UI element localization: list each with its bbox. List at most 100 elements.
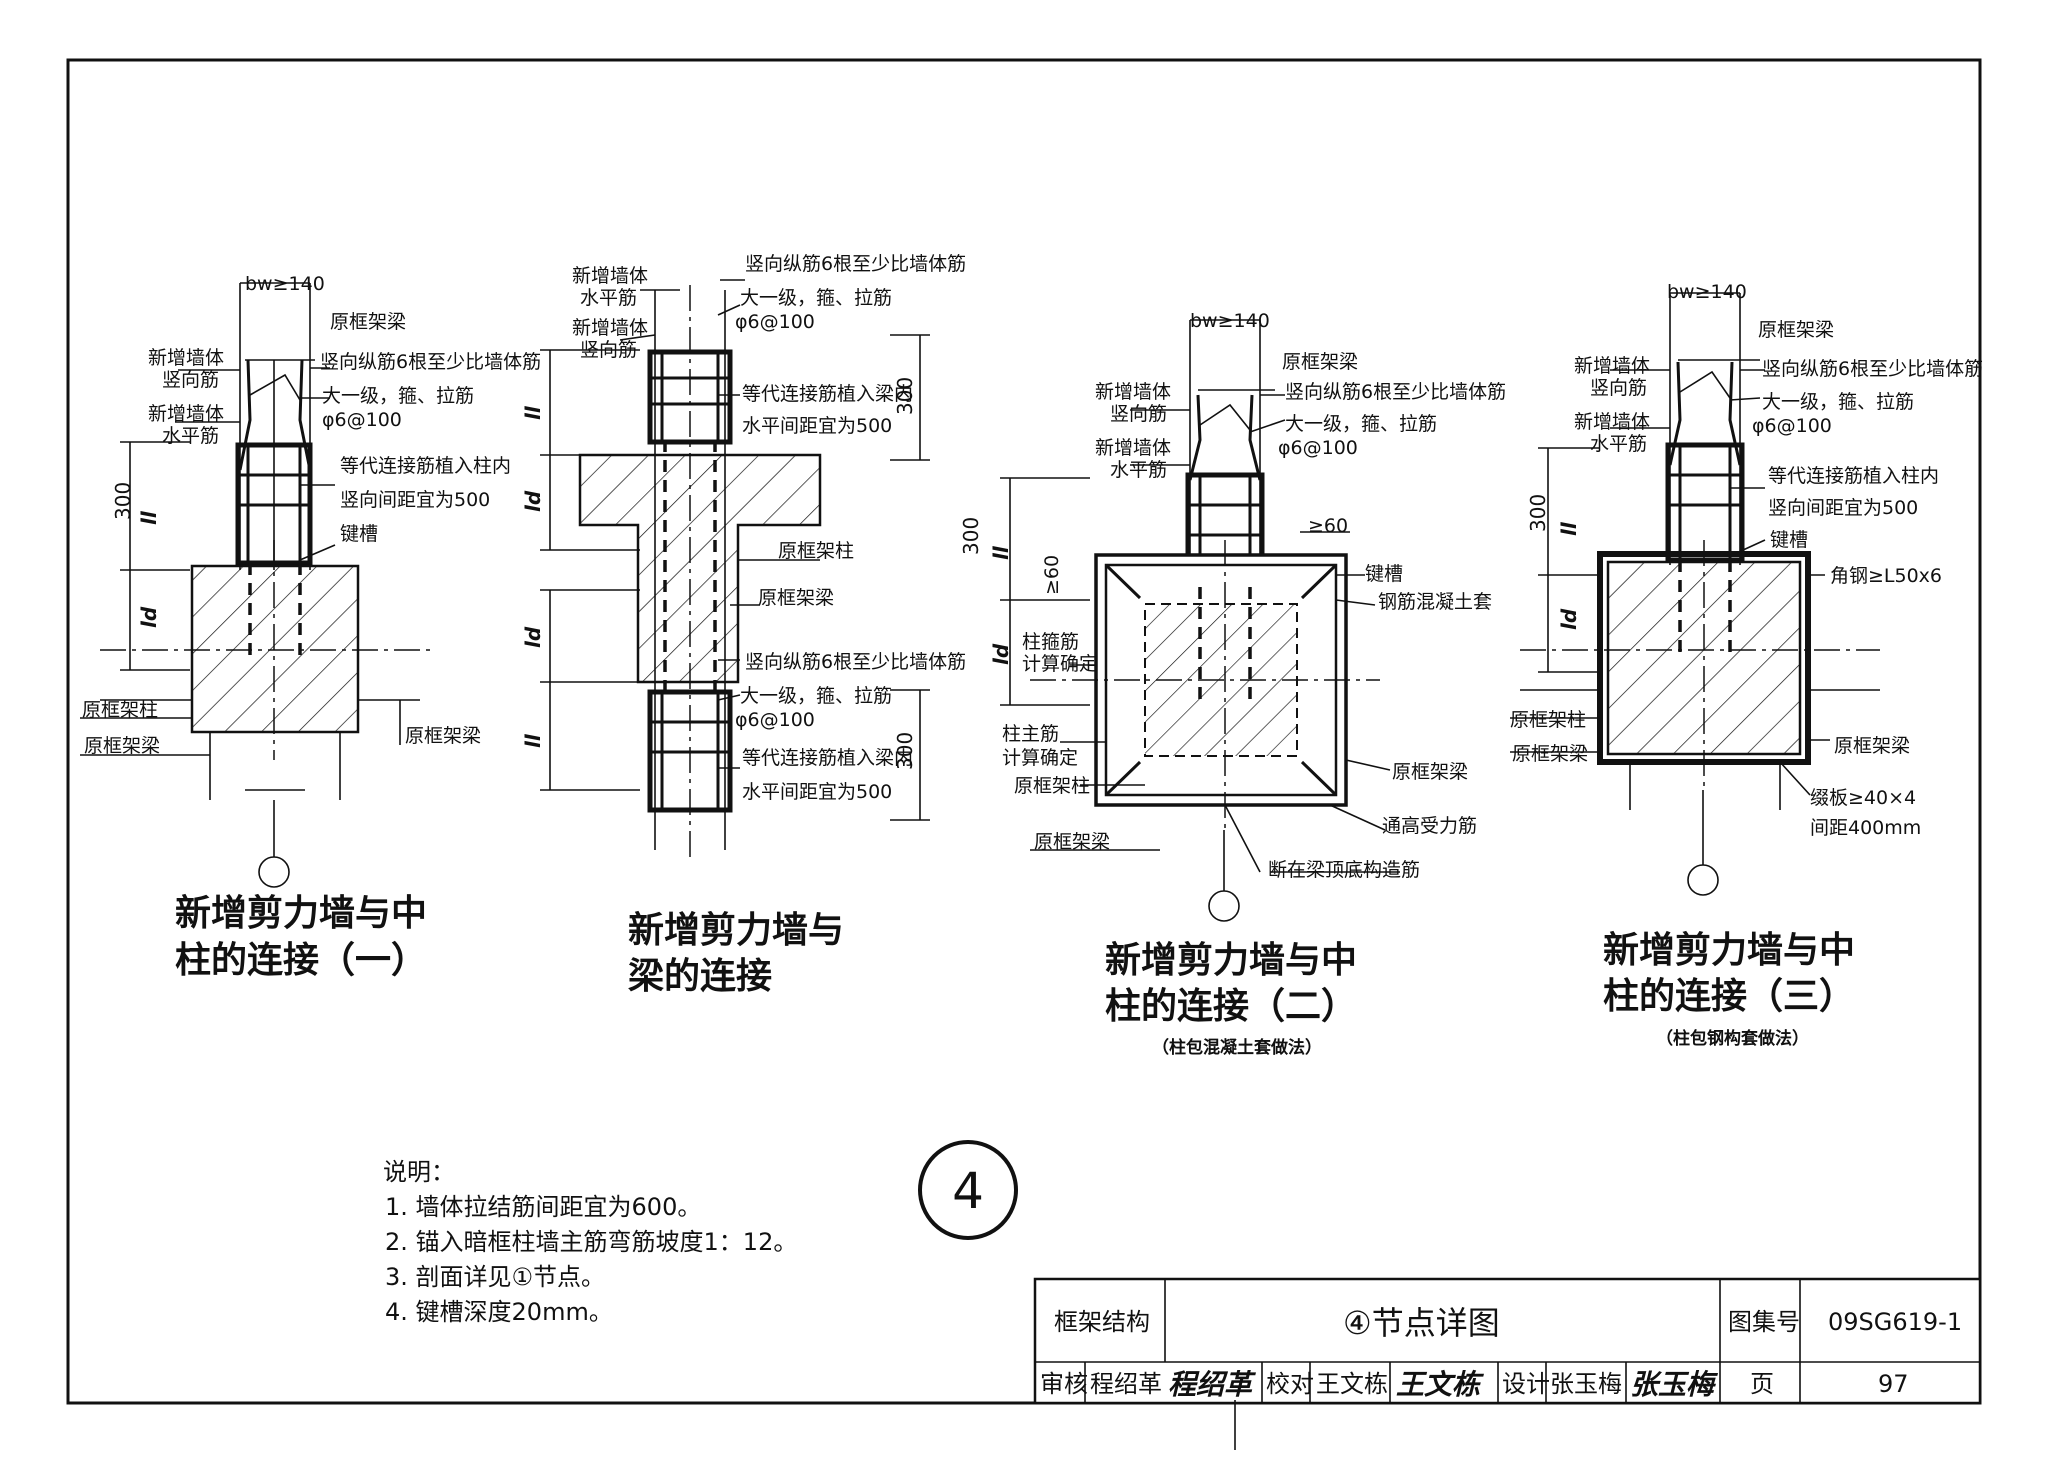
d3-through-bars-label: 通高受力筋 bbox=[1382, 815, 1477, 837]
d3-dim-ld: ld bbox=[989, 643, 1013, 665]
d1-stirrup-grade-label: 大一级，箍、拉筋 bbox=[322, 385, 474, 407]
d3-caption-line-2: 柱的连接（二） bbox=[1105, 986, 1357, 1027]
d4-wall-vertical-label: 新增墙体竖向筋 bbox=[1574, 355, 1650, 399]
d3-wall-horizontal-label: 新增墙体水平筋 bbox=[1095, 437, 1171, 481]
d4-bw-dim: bw≥140 bbox=[1667, 281, 1747, 303]
d3-ge60-top: ≥60 bbox=[1308, 515, 1348, 537]
d4-long-bars-label: 竖向纵筋6根至少比墙体筋 bbox=[1762, 358, 1983, 380]
d3-stirrup-grade-label: 大一级，箍、拉筋 bbox=[1285, 413, 1437, 435]
tb-atlas-label: 图集号 bbox=[1728, 1308, 1800, 1336]
d2-dim-300-top: 300 bbox=[893, 377, 917, 415]
tb-reviewer: 程绍革 bbox=[1090, 1370, 1162, 1398]
d3-beam-top-label: 原框架梁 bbox=[1282, 351, 1358, 373]
d4-batten-spacing-label: 间距400mm bbox=[1810, 817, 1921, 839]
d4-batten-label: 缀板≥40×4 bbox=[1810, 787, 1916, 809]
d4-beam-top-label: 原框架梁 bbox=[1758, 319, 1834, 341]
d3-cut-bars-label: 断在梁顶底构造筋 bbox=[1268, 859, 1420, 881]
d2-caption-line-2: 梁的连接 bbox=[628, 956, 772, 997]
d1-wall-vertical-label: 新增墙体竖向筋 bbox=[148, 347, 224, 391]
detail-2-geometry bbox=[540, 279, 930, 860]
d3-wall-vertical-label: 新增墙体竖向筋 bbox=[1095, 381, 1171, 425]
d2-equiv-bars-top-label: 等代连接筋植入梁内 bbox=[742, 383, 913, 405]
title-block: 框架结构 ④节点详图 图集号 09SG619-1 审核 程绍革 程绍革 校对 王… bbox=[1033, 1277, 1982, 1450]
d2-dim-ld-bot: ld bbox=[521, 626, 545, 648]
d4-dim-300: 300 bbox=[1526, 494, 1550, 532]
notes-item-2: 2. 锚入暗框柱墙主筋弯筋坡度1：12。 bbox=[385, 1228, 797, 1256]
d4-subtitle: （柱包钢构套做法） bbox=[1656, 1028, 1809, 1049]
d2-stirrup-grade-top-label: 大一级，箍、拉筋 bbox=[740, 287, 892, 309]
notes-item-3: 3. 剖面详见①节点。 bbox=[385, 1263, 605, 1291]
d4-wall-horizontal-label: 新增墙体水平筋 bbox=[1574, 411, 1650, 455]
d3-bw-dim: bw≥140 bbox=[1190, 310, 1270, 332]
notes-title: 说明： bbox=[383, 1158, 455, 1186]
tb-design-label: 设计 bbox=[1502, 1370, 1550, 1398]
d2-dim-300-bot: 300 bbox=[893, 732, 917, 770]
d2-stirrup-grade-bot-label: 大一级，箍、拉筋 bbox=[740, 685, 892, 707]
d4-stirrup-grade-label: 大一级，箍、拉筋 bbox=[1762, 391, 1914, 413]
d3-subtitle: （柱包混凝土套做法） bbox=[1152, 1037, 1322, 1058]
d1-bw-dim: bw≥140 bbox=[245, 273, 325, 295]
detail-4: bw≥140 原框架梁 新增墙体竖向筋 竖向纵筋6根至少比墙体筋 大一级，箍、拉… bbox=[1510, 281, 1983, 1049]
d1-dim-ld: ld bbox=[137, 606, 161, 628]
d2-stirrup-spec-bot-label: φ6@100 bbox=[735, 709, 815, 731]
d1-caption-line-1: 新增剪力墙与中 bbox=[175, 893, 427, 934]
d1-dim-ll: ll bbox=[137, 510, 161, 525]
d4-caption-line-2: 柱的连接（三） bbox=[1603, 976, 1855, 1017]
detail-3: bw≥140 原框架梁 新增墙体竖向筋 竖向纵筋6根至少比墙体筋 大一级，箍、拉… bbox=[959, 310, 1506, 1058]
d4-equiv-bars-label: 等代连接筋植入柱内 bbox=[1768, 465, 1939, 487]
d4-angle-steel-label: 角钢≥L50x6 bbox=[1830, 565, 1942, 587]
d2-caption-line-1: 新增剪力墙与 bbox=[628, 910, 844, 951]
tb-category: 框架结构 bbox=[1054, 1308, 1150, 1336]
d2-orig-column-label: 原框架柱 bbox=[778, 540, 854, 562]
tb-checker-signature: 王文栋 bbox=[1396, 1368, 1484, 1401]
tb-reviewer-signature: 程绍革 bbox=[1168, 1368, 1256, 1401]
notes: 说明： 1. 墙体拉结筋间距宜为600。 2. 锚入暗框柱墙主筋弯筋坡度1：12… bbox=[383, 1158, 797, 1326]
d2-wall-vertical-label: 新增墙体竖向筋 bbox=[572, 317, 648, 361]
d4-dim-ll: ll bbox=[1557, 521, 1581, 536]
d4-orig-beam-right-label: 原框架梁 bbox=[1834, 735, 1910, 757]
d3-rc-jacket-label: 钢筋混凝土套 bbox=[1378, 591, 1492, 613]
d1-wall-horizontal-label: 新增墙体水平筋 bbox=[148, 403, 224, 447]
tb-page-label: 页 bbox=[1750, 1370, 1774, 1398]
d1-stirrup-spec-label: φ6@100 bbox=[322, 409, 402, 431]
d4-stirrup-spec-label: φ6@100 bbox=[1752, 415, 1832, 437]
node-symbol-number: 4 bbox=[952, 1162, 984, 1220]
d1-caption-line-2: 柱的连接（一） bbox=[175, 940, 427, 981]
d4-equiv-spacing-label: 竖向间距宜为500 bbox=[1768, 497, 1918, 519]
notes-item-4: 4. 键槽深度20mm。 bbox=[385, 1298, 613, 1326]
tb-designer-signature: 张玉梅 bbox=[1630, 1368, 1719, 1401]
d3-orig-beam-right-label: 原框架梁 bbox=[1392, 761, 1468, 783]
tb-page-no: 97 bbox=[1878, 1370, 1909, 1398]
detail-1-geometry bbox=[80, 282, 430, 888]
tb-check-label: 校对 bbox=[1266, 1370, 1314, 1398]
tb-title: ④节点详图 bbox=[1343, 1304, 1500, 1342]
d2-dim-ld-top: ld bbox=[521, 490, 545, 512]
d1-equiv-bars-label: 等代连接筋植入柱内 bbox=[340, 455, 511, 477]
d1-beam-top-label: 原框架梁 bbox=[330, 311, 406, 333]
d3-caption-line-1: 新增剪力墙与中 bbox=[1105, 940, 1357, 981]
d3-orig-column-label: 原框架柱 bbox=[1014, 775, 1090, 797]
notes-item-1: 1. 墙体拉结筋间距宜为600。 bbox=[385, 1193, 701, 1221]
d3-col-stirrup-label: 柱箍筋计算确定 bbox=[1022, 631, 1098, 675]
d4-orig-beam-left-label: 原框架梁 bbox=[1512, 743, 1588, 765]
d1-orig-beam-right-label: 原框架梁 bbox=[405, 725, 481, 747]
tb-review-label: 审核 bbox=[1040, 1370, 1088, 1398]
sheet-border bbox=[66, 58, 1982, 1405]
d3-key-slot-label: 键槽 bbox=[1365, 563, 1403, 585]
d3-dim-ll: ll bbox=[989, 545, 1013, 560]
detail-3-geometry bbox=[1000, 319, 1400, 922]
detail-2: 新增墙体水平筋 新增墙体竖向筋 竖向纵筋6根至少比墙体筋 大一级，箍、拉筋 φ6… bbox=[521, 253, 966, 997]
d4-caption-line-1: 新增剪力墙与中 bbox=[1603, 930, 1855, 971]
d2-orig-beam-label: 原框架梁 bbox=[758, 587, 834, 609]
d1-key-slot-label: 键槽 bbox=[340, 523, 378, 545]
d3-stirrup-spec-label: φ6@100 bbox=[1278, 437, 1358, 459]
d1-orig-column-label: 原框架柱 bbox=[82, 699, 158, 721]
d1-equiv-spacing-label: 竖向间距宜为500 bbox=[340, 489, 490, 511]
d1-dim-300: 300 bbox=[111, 482, 135, 520]
d1-orig-beam-left-label: 原框架梁 bbox=[84, 735, 160, 757]
d3-dim-300: 300 bbox=[959, 517, 983, 555]
tb-designer: 张玉梅 bbox=[1550, 1370, 1622, 1398]
d3-ge60-left: ≥60 bbox=[1041, 555, 1063, 595]
d4-orig-column-label: 原框架柱 bbox=[1510, 709, 1586, 731]
